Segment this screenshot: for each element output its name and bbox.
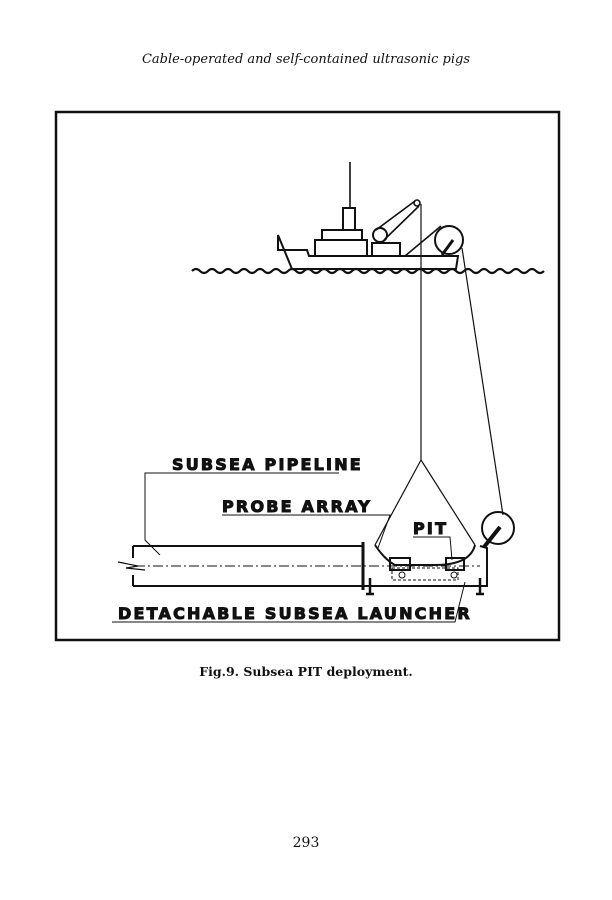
label-launcher: DETACHABLE SUBSEA LAUNCHER	[118, 604, 472, 623]
running-header: Cable-operated and self-contained ultras…	[141, 52, 471, 67]
ship-icon	[277, 162, 464, 270]
sea-surface-waves	[191, 267, 545, 275]
subsea-pipeline	[117, 542, 480, 590]
figure-caption: Fig.9. Subsea PIT deployment.	[199, 664, 413, 679]
deployment-cables	[374, 204, 504, 546]
reel-icon	[481, 511, 515, 545]
figure-frame	[54, 110, 561, 642]
label-subsea-pipeline: SUBSEA PIPELINE	[172, 455, 363, 474]
label-pit: PIT	[413, 519, 448, 538]
label-probe-array: PROBE ARRAY	[222, 497, 372, 516]
detachable-launcher	[363, 511, 515, 596]
label-leaders	[112, 472, 466, 623]
page-number: 293	[292, 835, 320, 851]
